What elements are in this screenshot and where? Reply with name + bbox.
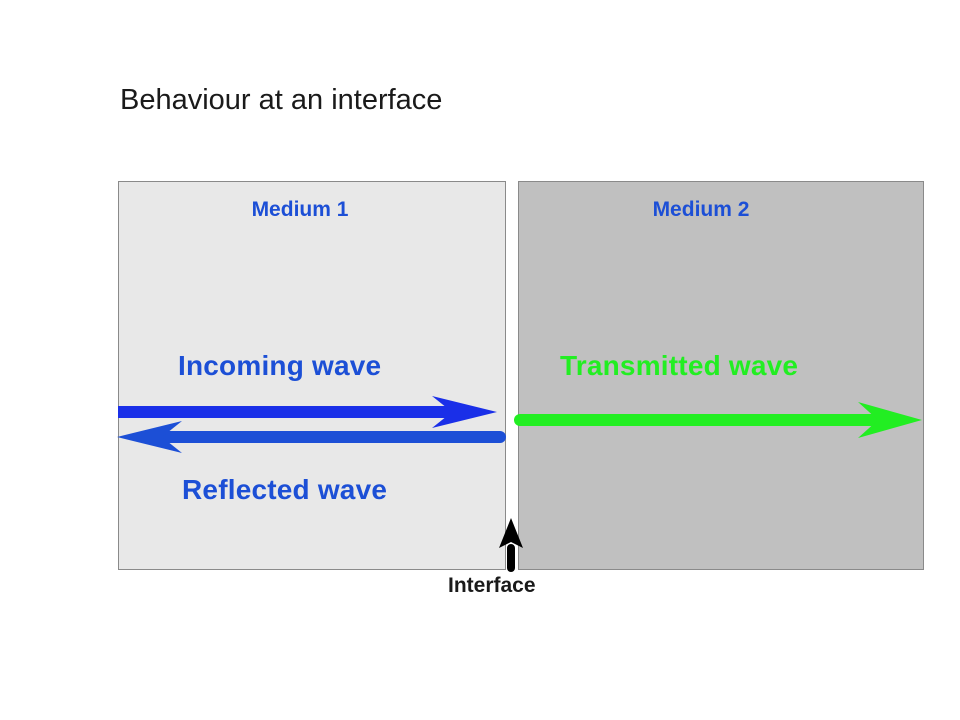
reflected-wave-arrow	[117, 421, 506, 453]
incoming-wave-arrow	[118, 396, 497, 428]
reflected-wave-label: Reflected wave	[182, 474, 388, 505]
interface-arrow	[499, 518, 523, 572]
incoming-wave-label: Incoming wave	[178, 350, 382, 381]
transmitted-wave-arrow	[514, 402, 922, 438]
interface-label: Interface	[448, 574, 536, 597]
transmitted-wave-label: Transmitted wave	[560, 350, 799, 381]
medium-2-region	[518, 181, 924, 570]
medium-2-label: Medium 2	[652, 198, 750, 221]
medium-1-label: Medium 1	[251, 198, 349, 221]
medium-1-region	[118, 181, 506, 570]
diagram-title: Behaviour at an interface	[120, 84, 443, 116]
